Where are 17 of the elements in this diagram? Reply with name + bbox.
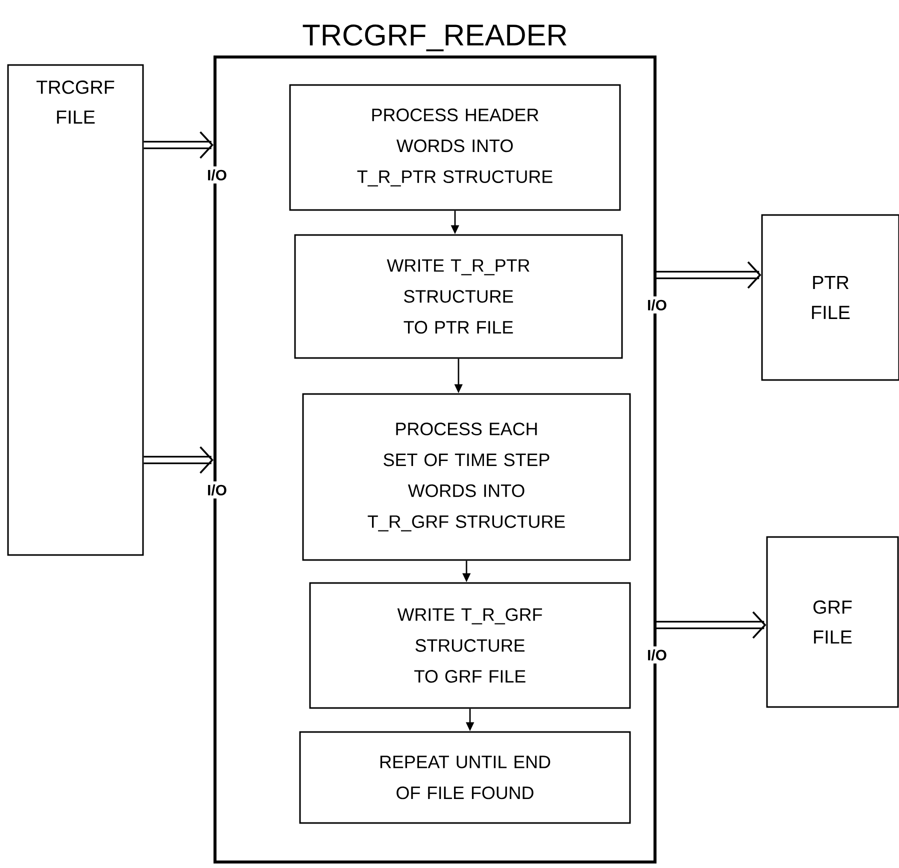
edge-label: I/O	[644, 296, 670, 314]
arrow	[144, 446, 214, 474]
edge-label: I/O	[204, 481, 230, 499]
process-box: WRITE T_R_PTR STRUCTURE TO PTR FILE	[294, 234, 623, 359]
arrow	[656, 261, 762, 289]
file-box: PTR FILE	[761, 214, 899, 381]
arrow	[144, 131, 214, 159]
edge-label: I/O	[644, 646, 670, 664]
edge-label: I/O	[204, 166, 230, 184]
process-box: PROCESS EACH SET OF TIME STEP WORDS INTO T_R_GRF STRUCTURE	[302, 393, 631, 561]
process-box: REPEAT UNTIL END OF FILE FOUND	[299, 731, 631, 824]
process-box: PROCESS HEADER WORDS INTO T_R_PTR STRUCTURE	[289, 84, 621, 211]
file-box: TRCGRF FILE	[7, 64, 144, 556]
file-box: GRF FILE	[766, 536, 899, 708]
node-label: TRCGRF_READER	[302, 24, 566, 52]
process-box: WRITE T_R_GRF STRUCTURE TO GRF FILE	[309, 582, 631, 709]
arrow	[656, 611, 766, 639]
